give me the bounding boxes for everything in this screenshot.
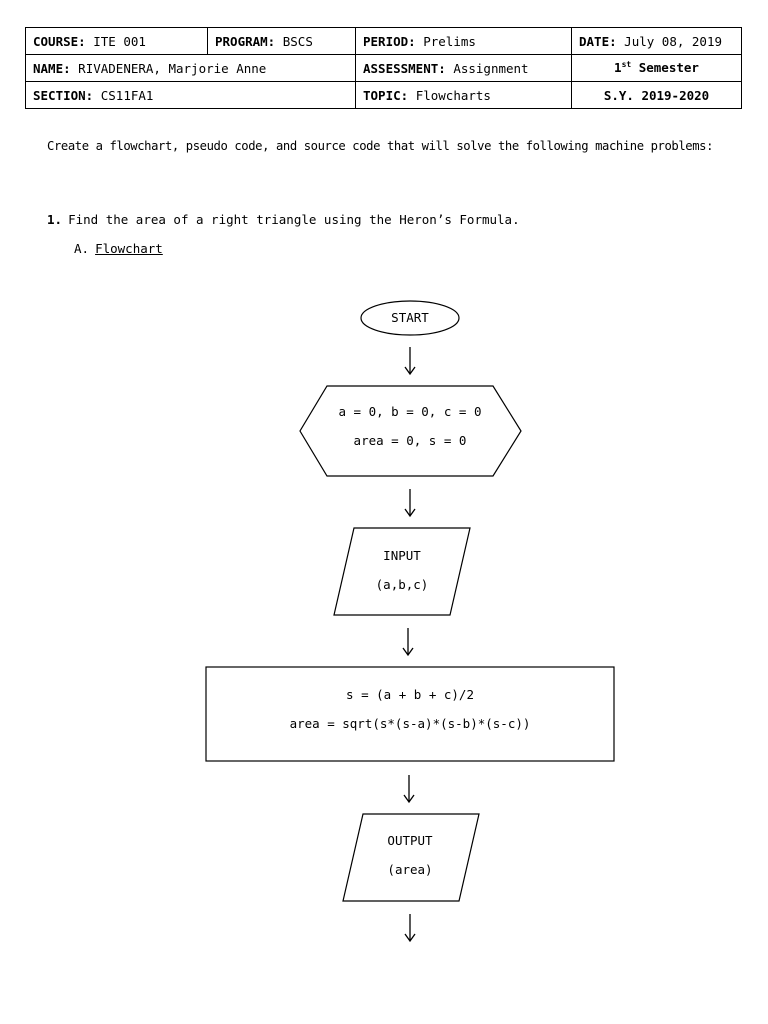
output-parallelogram: [342, 813, 480, 902]
semester-suffix: st: [621, 60, 632, 70]
period-label: PERIOD:: [363, 33, 416, 49]
semester-text: Semester: [638, 60, 699, 76]
assessment-cell: ASSESSMENT: Assignment: [355, 54, 572, 82]
course-cell: COURSE: ITE 001: [25, 27, 208, 55]
output-line-2: (area): [387, 862, 432, 877]
start-terminator: [360, 300, 460, 336]
subsection-heading: A. Flowchart: [74, 241, 163, 256]
header-row-1: COURSE: ITE 001 PROGRAM: BSCS PERIOD: Pr…: [25, 27, 742, 55]
assessment-value: Assignment: [453, 60, 529, 76]
input-line-2: (a,b,c): [376, 577, 429, 592]
header-row-3: SECTION: CS11FA1 TOPIC: Flowcharts S.Y. …: [25, 81, 742, 109]
school-year-cell: S.Y. 2019-2020: [571, 81, 742, 109]
topic-cell: TOPIC: Flowcharts: [355, 81, 572, 109]
topic-value: Flowcharts: [415, 87, 491, 103]
semester-cell: 1st Semester: [571, 54, 742, 82]
section-label: SECTION:: [33, 87, 94, 103]
name-value: RIVADENERA, Marjorie Anne: [78, 60, 267, 76]
input-line-1: INPUT: [383, 548, 421, 563]
assessment-label: ASSESSMENT:: [363, 60, 446, 76]
input-parallelogram: [333, 527, 471, 616]
date-cell: DATE: July 08, 2019: [571, 27, 742, 55]
initialization-hexagon: [299, 385, 522, 477]
course-label: COURSE:: [33, 33, 86, 49]
init-line-1: a = 0, b = 0, c = 0: [339, 404, 482, 419]
arrow-down-icon: [404, 914, 416, 943]
name-cell: NAME: RIVADENERA, Marjorie Anne: [25, 54, 356, 82]
program-label: PROGRAM:: [215, 33, 276, 49]
start-label: START: [391, 310, 429, 325]
problem-statement: 1. Find the area of a right triangle usin…: [47, 212, 520, 227]
output-line-1: OUTPUT: [387, 833, 433, 848]
course-value: ITE 001: [93, 33, 146, 49]
init-line-2: area = 0, s = 0: [354, 433, 467, 448]
topic-label: TOPIC:: [363, 87, 409, 103]
process-line-1: s = (a + b + c)/2: [346, 687, 474, 702]
period-cell: PERIOD: Prelims: [355, 27, 572, 55]
program-value: BSCS: [282, 33, 313, 49]
arrow-down-icon: [403, 775, 415, 804]
subsection-title: Flowchart: [95, 241, 163, 256]
period-value: Prelims: [423, 33, 476, 49]
header-row-2: NAME: RIVADENERA, Marjorie Anne ASSESSME…: [25, 54, 742, 82]
semester-number: 1: [614, 60, 622, 76]
instructions-text: Create a flowchart, pseudo code, and sou…: [47, 139, 713, 153]
section-cell: SECTION: CS11FA1: [25, 81, 356, 109]
problem-text: Find the area of a right triangle using …: [68, 212, 520, 227]
process-rectangle: [205, 666, 615, 762]
arrow-down-icon: [404, 347, 416, 376]
date-label: DATE:: [579, 33, 617, 49]
program-cell: PROGRAM: BSCS: [207, 27, 356, 55]
subsection-letter: A.: [74, 241, 90, 256]
problem-number: 1.: [47, 212, 63, 227]
document-header-table: COURSE: ITE 001 PROGRAM: BSCS PERIOD: Pr…: [25, 27, 742, 109]
school-year: S.Y. 2019-2020: [603, 87, 710, 103]
date-value: July 08, 2019: [624, 33, 723, 49]
arrow-down-icon: [404, 489, 416, 518]
name-label: NAME:: [33, 60, 71, 76]
arrow-down-icon: [402, 628, 414, 657]
process-line-2: area = sqrt(s*(s-a)*(s-b)*(s-c)): [290, 716, 531, 731]
section-value: CS11FA1: [100, 87, 154, 103]
